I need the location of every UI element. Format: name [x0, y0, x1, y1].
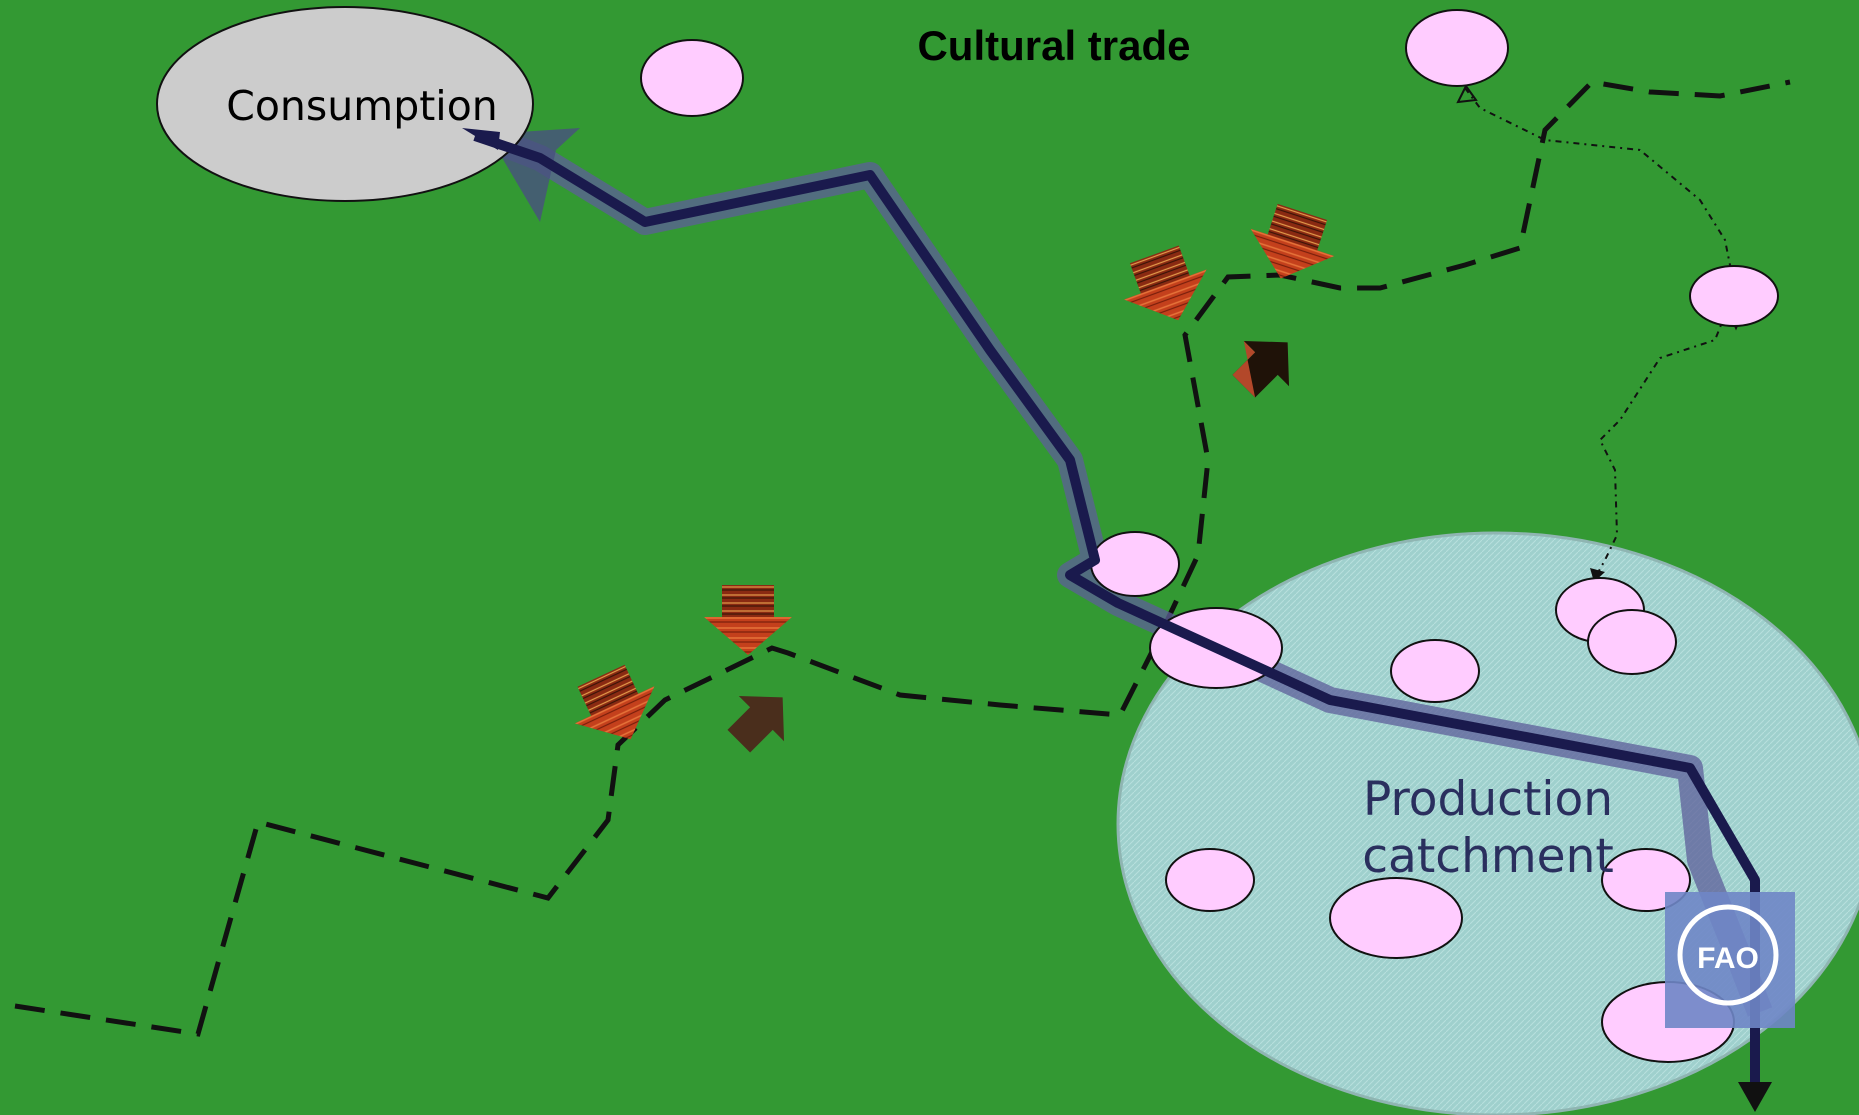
- dark-arrow-icon-2: [1232, 340, 1290, 398]
- production-label-line1: Production: [1363, 772, 1613, 827]
- dotted-route: [1464, 87, 1737, 579]
- node-catchment-1: [1390, 639, 1480, 703]
- dotted-route-arrowhead-top: [1456, 84, 1478, 104]
- carpet-arrow-icon-3: [1112, 239, 1220, 336]
- node-catchment-5: [1329, 877, 1463, 959]
- main-route: [473, 131, 1760, 1095]
- node-right-mid: [1689, 265, 1779, 327]
- diagram-title: Cultural trade: [917, 22, 1190, 69]
- main-route-arrowhead-exit: [1738, 1082, 1772, 1112]
- consumption-area: [156, 6, 534, 202]
- carpet-arrow-icon-2: [704, 585, 792, 655]
- border-line-west: [14, 79, 1791, 1037]
- fao-logo-icon: FAO: [1665, 892, 1795, 1028]
- node-catchment-3: [1587, 609, 1677, 675]
- main-route-arrowhead-consumption: [462, 128, 500, 150]
- fao-logo-text: FAO: [1697, 942, 1759, 975]
- node-top-right: [1405, 9, 1509, 87]
- dark-arrow-icon-1: [727, 695, 785, 753]
- node-top-center: [640, 39, 744, 117]
- production-label-line2: catchment: [1362, 829, 1614, 884]
- consumption-label: Consumption: [226, 82, 498, 130]
- node-catchment-4: [1165, 848, 1255, 912]
- node-center-junction: [1090, 531, 1180, 597]
